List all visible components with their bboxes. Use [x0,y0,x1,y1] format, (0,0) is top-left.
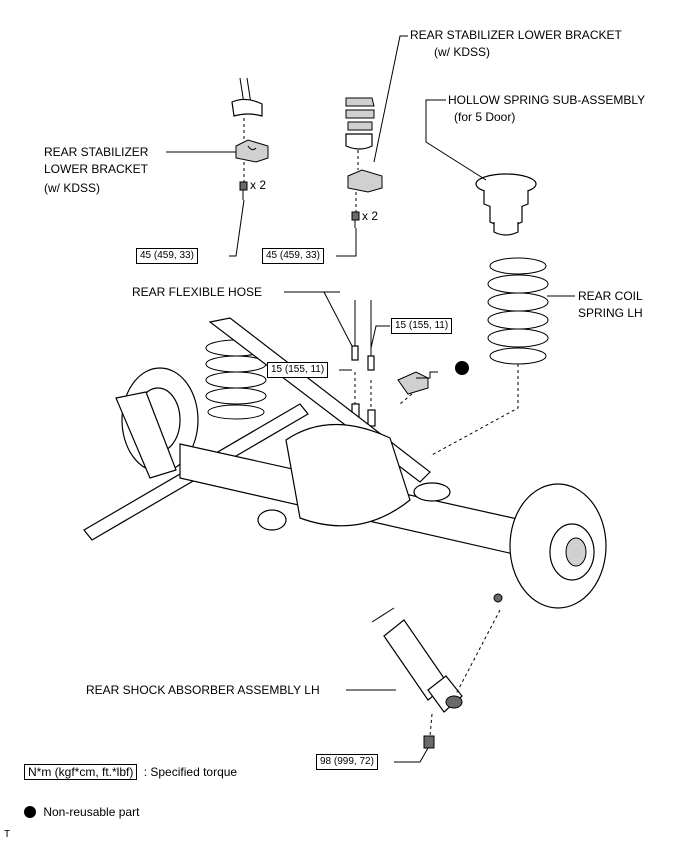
torque-bracket-left: 45 (459, 33) [136,248,198,264]
bolt-left [239,181,248,200]
quantity-left: x 2 [250,178,267,192]
torque-hose-upper: 15 (155, 11) [391,318,453,334]
torque-bracket-right: 45 (459, 33) [262,248,324,264]
legend-nonreusable-text: Non-reusable part [43,805,140,819]
legend-torque-unit: N*m (kgf*cm, ft.*lbf) [24,764,138,780]
rear-coil-spring-part [487,257,549,365]
label-line: (for 5 Door) [454,110,516,124]
hose-clip [397,371,429,395]
label-hollow-spring: HOLLOW SPRING SUB-ASSEMBLY (for 5 Door) [448,92,645,126]
label-rear-flexible-hose: REAR FLEXIBLE HOSE [132,285,263,299]
non-reusable-part-marker [455,361,469,375]
label-rear-shock-absorber: REAR SHOCK ABSORBER ASSEMBLY LH [86,683,320,697]
label-line: REAR COIL [578,289,643,303]
label-line: REAR STABILIZER [44,145,149,159]
label-line: SPRING LH [578,306,643,320]
legend-nonreusable: Non-reusable part [24,804,139,820]
rear-stabilizer-lower-bracket-left-part [235,139,269,163]
label-line: (w/ KDSS) [44,181,101,195]
stabilizer-boot [345,97,375,150]
legend-nonreusable-dot [24,806,36,818]
stabilizer-link-left [231,77,263,117]
shock-bolt [423,713,435,749]
rear-shock-absorber-part [371,607,463,713]
quantity-right: x 2 [362,209,379,223]
label-line: HOLLOW SPRING SUB-ASSEMBLY [448,93,646,107]
label-rear-coil-spring: REAR COIL SPRING LH [578,288,643,322]
label-line: LOWER BRACKET [44,162,149,176]
label-rear-stabilizer-lower-bracket-right: REAR STABILIZER LOWER BRACKET (w/ KDSS) [410,27,622,61]
label-rear-stabilizer-lower-bracket-left: REAR STABILIZER LOWER BRACKET (w/ KDSS) [44,144,148,197]
bolt-right [351,211,360,228]
torque-shock-lower: 98 (999, 72) [316,754,378,770]
legend-torque: N*m (kgf*cm, ft.*lbf) : Specified torque [24,762,237,782]
rear-axle-assembly [83,317,607,609]
label-line: (w/ KDSS) [434,45,491,59]
rear-stabilizer-lower-bracket-right-part [347,169,383,193]
legend-torque-desc: : Specified torque [143,765,238,779]
hollow-spring-part [475,173,537,236]
label-line: REAR STABILIZER LOWER BRACKET [410,28,622,42]
torque-hose-lower: 15 (155, 11) [267,362,329,378]
footer-mark: T [4,829,11,840]
